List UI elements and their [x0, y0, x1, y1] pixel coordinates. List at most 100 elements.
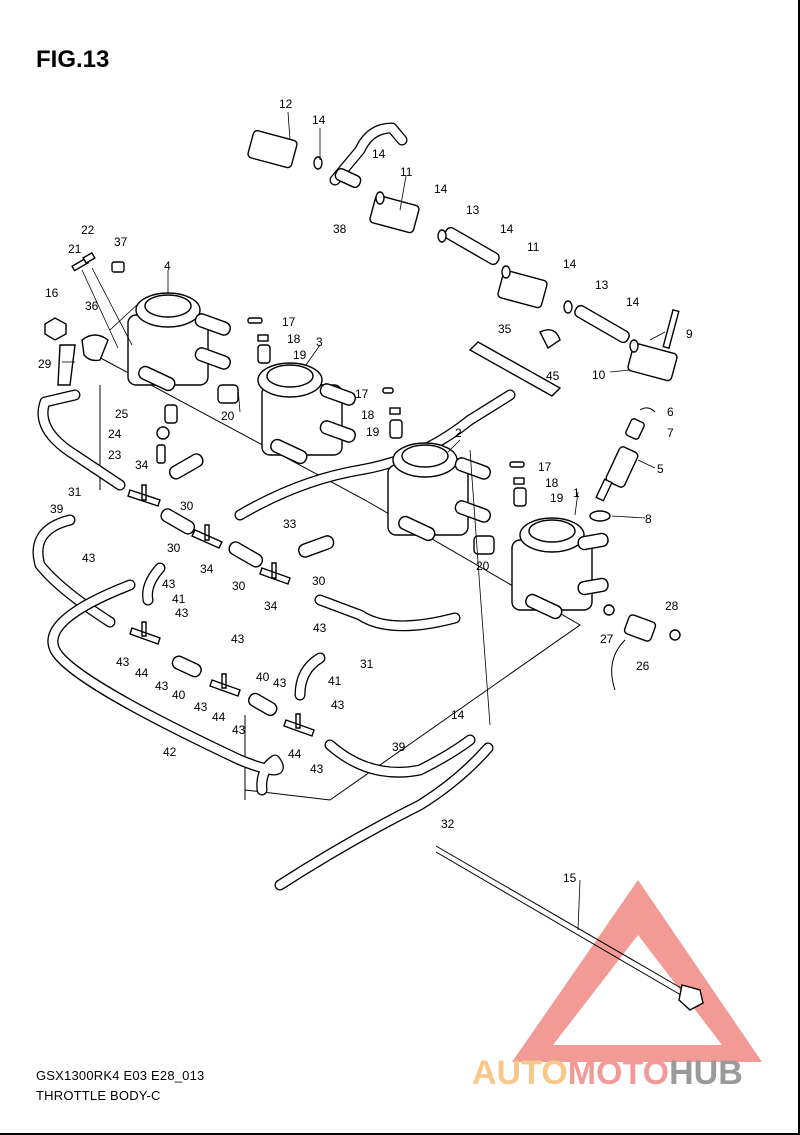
joint-12 [247, 129, 298, 169]
callout-8: 8 [645, 512, 652, 526]
section-name: THROTTLE BODY-C [36, 1088, 161, 1103]
joint-11-a [369, 194, 420, 234]
hose-30-b [160, 508, 196, 535]
callout-4: 4 [164, 259, 171, 273]
callout-31-a: 31 [68, 485, 82, 499]
callout-18-a: 18 [287, 332, 301, 346]
callout-14-c: 14 [434, 182, 448, 196]
callout-34-c: 34 [264, 599, 278, 613]
sensor-26 [603, 604, 681, 691]
callout-20-b: 20 [476, 559, 490, 573]
callout-43-e: 43 [155, 679, 169, 693]
bracket-35 [468, 329, 562, 397]
callout-30-d: 30 [312, 574, 326, 588]
callout-37: 37 [114, 235, 128, 249]
spring-25 [164, 404, 178, 424]
callout-43-i: 43 [273, 676, 287, 690]
watermark-triangle-cutout [553, 935, 722, 1045]
callout-44-b: 44 [212, 710, 226, 724]
watermark-text-moto: MOTO [568, 1054, 669, 1092]
callout-43-g: 43 [231, 632, 245, 646]
callout-43-f: 43 [194, 700, 208, 714]
spring-20-a [217, 384, 239, 404]
screw-28 [669, 629, 681, 641]
clip-6 [639, 407, 656, 413]
callout-35: 35 [498, 322, 512, 336]
hose-40-b [248, 692, 278, 717]
throttle-body-3 [257, 362, 356, 465]
callout-43-m: 14 [451, 708, 465, 722]
callout-38: 38 [333, 222, 347, 236]
callout-22: 22 [81, 223, 95, 237]
callout-44-c: 44 [288, 747, 302, 761]
callout-43-h: 43 [232, 723, 246, 737]
callout-10: 10 [592, 368, 606, 382]
screw-23 [156, 444, 166, 464]
callout-20-a: 20 [221, 409, 235, 423]
callout-12: 12 [279, 97, 293, 111]
model-code: GSX1300RK4 E03 E28_013 [36, 1068, 205, 1083]
watermark-text-hub: HUB [669, 1054, 743, 1092]
callout-13-a: 13 [466, 203, 480, 217]
callout-43-c: 43 [175, 606, 189, 620]
callout-14-d: 14 [500, 222, 514, 236]
callout-16: 16 [45, 286, 59, 300]
figure-title: FIG.13 [36, 46, 110, 73]
callout-18-c: 18 [545, 476, 559, 490]
callout-14-f: 14 [626, 295, 640, 309]
callout-1: 1 [573, 486, 580, 500]
watermark-text-auto: AUTO [472, 1054, 568, 1092]
callout-5: 5 [657, 462, 664, 476]
hose-40-a [171, 655, 202, 678]
callout-14-e: 14 [563, 257, 577, 271]
fuel-rail-parts [247, 129, 680, 382]
callout-21: 21 [68, 242, 82, 256]
callout-19-a: 19 [293, 348, 307, 362]
joint-11-b [497, 269, 548, 309]
pipe-13-b [574, 304, 630, 344]
callout-24: 24 [108, 427, 122, 441]
callout-41-b: 41 [328, 674, 342, 688]
callout-31-b: 31 [360, 657, 374, 671]
callout-26: 26 [636, 659, 650, 673]
callout-34-b: 34 [200, 562, 214, 576]
callout-18-b: 18 [361, 408, 375, 422]
throttle-body-4 [127, 292, 231, 392]
callout-43-d: 43 [116, 655, 130, 669]
callout-11-a: 11 [400, 165, 413, 179]
callout-32: 32 [441, 817, 455, 831]
callout-23: 23 [108, 448, 122, 462]
bolt-9 [662, 309, 680, 349]
callout-3: 3 [316, 335, 323, 349]
t-joints [127, 484, 315, 737]
callout-33: 33 [283, 517, 297, 531]
callout-2: 2 [455, 426, 462, 440]
o-ring-27 [603, 604, 615, 616]
hose-30-d [298, 535, 335, 558]
hose-30-a [168, 453, 204, 480]
callout-30-c: 30 [232, 579, 246, 593]
callout-43-b: 43 [162, 577, 176, 591]
callout-25: 25 [115, 407, 129, 421]
throttle-body-2 [387, 442, 491, 542]
callout-19-b: 19 [366, 425, 380, 439]
bracket-29 [57, 344, 76, 386]
clip-45 [539, 329, 561, 350]
callout-40-a: 40 [172, 688, 186, 702]
callout-43-j: 43 [313, 621, 327, 635]
callout-45: 45 [546, 369, 560, 383]
callout-28: 28 [665, 599, 679, 613]
spring-20-b [473, 535, 495, 555]
callout-29: 29 [38, 357, 52, 371]
callout-44-a: 44 [135, 666, 149, 680]
callout-11-b: 11 [527, 240, 540, 254]
fuel-injector [589, 407, 656, 522]
long-bolt-15 [435, 845, 704, 1011]
callout-6: 6 [667, 405, 674, 419]
leader-lines [62, 111, 666, 931]
hose-30-c [228, 541, 264, 568]
callout-43-a: 43 [82, 551, 96, 565]
spring-22 [82, 251, 96, 265]
nut-16 [44, 317, 67, 341]
